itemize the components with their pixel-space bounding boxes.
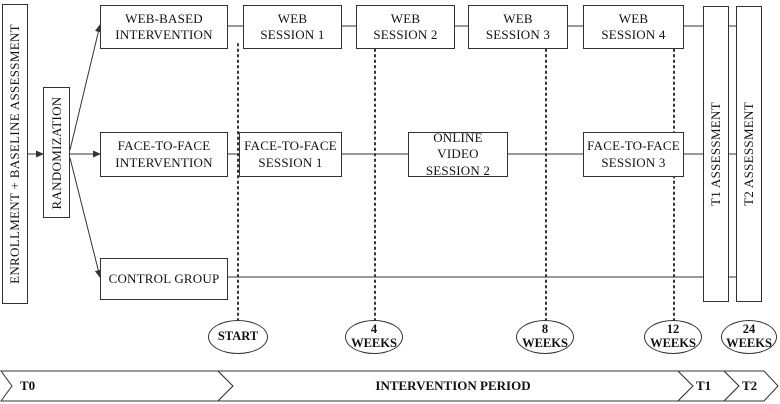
web-based-intervention-label: WEB-BASED INTERVENTION (115, 10, 213, 42)
face-to-face-intervention-label: FACE-TO-FACE INTERVENTION (115, 138, 213, 170)
week4-unit: WEEKS (351, 336, 397, 350)
t1-assessment-label: T1 ASSESSMENT (708, 102, 723, 206)
timeline-period-label: INTERVENTION PERIOD (375, 378, 531, 393)
timeline-t0-label: T0 (20, 378, 36, 393)
week24-unit: WEEKS (726, 336, 772, 350)
timeline-t2-label: T2 (742, 378, 758, 393)
online-video-session-2-box: ONLINE VIDEO SESSION 2 (408, 130, 508, 178)
web-session-1-box: WEB SESSION 1 (243, 5, 342, 49)
t2-assessment-label: T2 ASSESSMENT (741, 102, 756, 206)
web-session-3-label: WEB SESSION 3 (485, 10, 551, 42)
face-to-face-session-1-label: FACE-TO-FACE SESSION 1 (244, 138, 337, 170)
control-group-box: CONTROL GROUP (100, 258, 228, 300)
web-session-3-box: WEB SESSION 3 (468, 5, 568, 49)
web-session-2-label: WEB SESSION 2 (373, 10, 438, 42)
week4-milestone: 4 WEEKS (345, 320, 403, 354)
t2-assessment-box: T2 ASSESSMENT (736, 6, 762, 302)
web-session-4-label: WEB SESSION 4 (601, 10, 666, 42)
arrow-to-web-arm (69, 24, 102, 151)
face-to-face-intervention-box: FACE-TO-FACE INTERVENTION (100, 132, 228, 177)
randomization-label: RANDOMIZATION (48, 96, 64, 209)
week4-number: 4 (370, 322, 378, 337)
start-milestone: START (208, 320, 268, 354)
web-based-intervention-box: WEB-BASED INTERVENTION (100, 5, 228, 49)
week8-number: 8 (541, 322, 549, 337)
week12-milestone: 12 WEEKS (644, 320, 702, 354)
week8-unit: WEEKS (522, 336, 568, 350)
week8-milestone: 8 WEEKS (516, 320, 574, 354)
week12-number: 12 (666, 322, 680, 337)
timeline-segment-t0 (0, 370, 234, 402)
face-to-face-session-3-label: FACE-TO-FACE SESSION 3 (587, 138, 680, 170)
arrow-to-control-arm (69, 157, 102, 278)
control-group-label: CONTROL GROUP (108, 270, 220, 286)
web-session-4-box: WEB SESSION 4 (583, 5, 684, 49)
face-to-face-session-3-box: FACE-TO-FACE SESSION 3 (583, 132, 684, 177)
web-session-1-label: WEB SESSION 1 (260, 10, 325, 42)
week12-unit: WEEKS (650, 336, 696, 350)
timeline-segment-t2 (722, 370, 779, 402)
start-label: START (217, 329, 259, 344)
timeline-t1-label: T1 (696, 378, 712, 393)
t1-assessment-box: T1 ASSESSMENT (703, 6, 729, 302)
face-to-face-session-1-box: FACE-TO-FACE SESSION 1 (239, 132, 342, 177)
web-session-2-box: WEB SESSION 2 (356, 5, 455, 49)
enrollment-label: ENROLLMENT + BASELINE ASSESSMENT (7, 24, 22, 284)
enrollment-box: ENROLLMENT + BASELINE ASSESSMENT (2, 4, 28, 304)
week24-number: 24 (742, 322, 756, 337)
randomization-box: RANDOMIZATION (43, 87, 70, 218)
online-video-session-2-label: ONLINE VIDEO SESSION 2 (425, 130, 491, 178)
week24-milestone: 24 WEEKS (721, 320, 777, 354)
